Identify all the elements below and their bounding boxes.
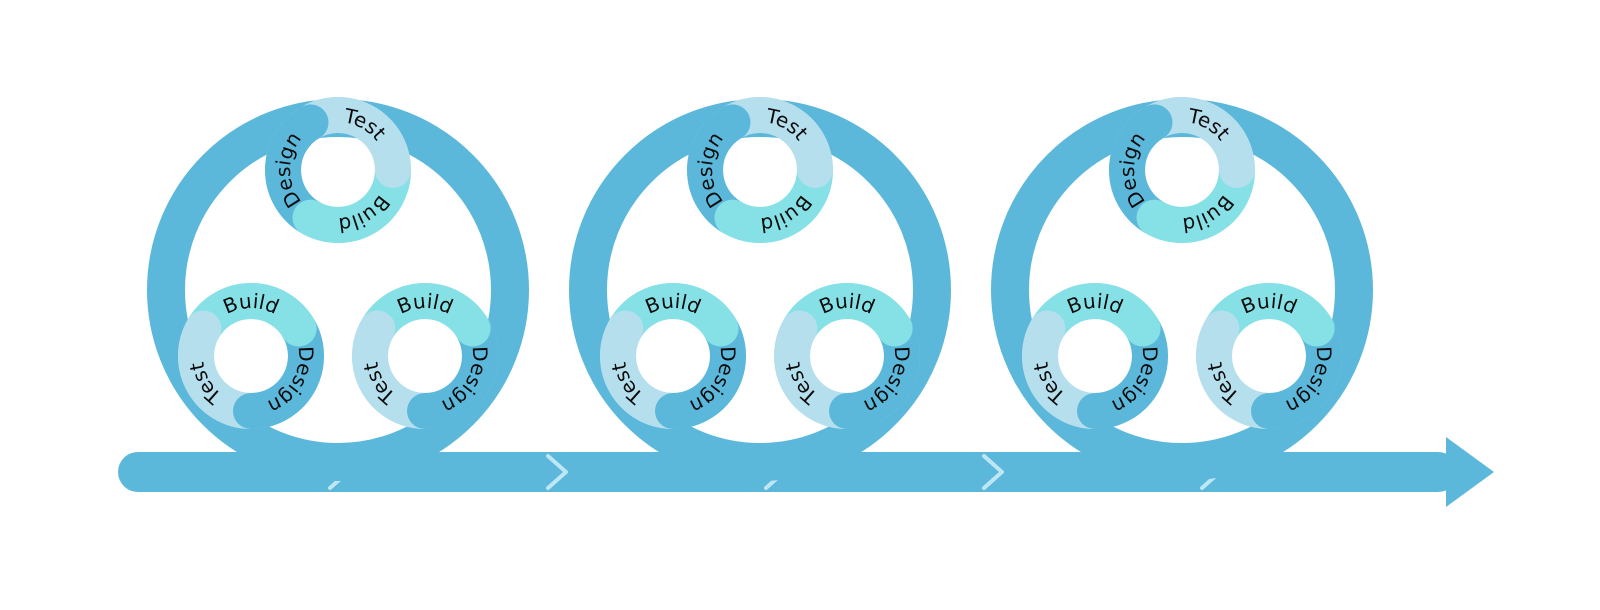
test-segment-cap [1219,152,1255,188]
build-segment-cap [702,310,739,347]
timeline-chevron [546,454,568,490]
build-segment-cap [454,310,491,347]
design-segment-cap [407,393,443,429]
test-segment-cap [359,310,396,347]
build-segment-cap [714,199,751,236]
design-segment-cap [655,393,691,429]
test-segment-cap [1029,310,1066,347]
design-segment-cap [292,104,329,141]
iteration-1: DesignTestBuildBuildDesignTestDesignTest… [147,97,529,481]
test-segment-cap [607,310,644,347]
build-segment-cap [1136,199,1173,236]
design-segment-cap [714,104,751,141]
test-segment-cap [185,310,222,347]
build-segment-cap [1124,310,1161,347]
test-segment-cap [797,152,833,188]
design-segment-cap [829,393,865,429]
build-segment-cap [292,199,329,236]
iteration-2: DesignTestBuildBuildDesignTestDesignTest… [569,97,951,481]
design-segment-cap [1077,393,1113,429]
build-segment-cap [280,310,317,347]
design-segment-cap [1251,393,1287,429]
test-segment-cap [781,310,818,347]
iteration-3: DesignTestBuildBuildDesignTestDesignTest… [991,97,1373,481]
build-segment-cap [1298,310,1335,347]
timeline-chevron [982,454,1004,490]
iterations: DesignTestBuildBuildDesignTestDesignTest… [147,97,1373,481]
design-segment-cap [233,393,269,429]
test-segment-cap [375,152,411,188]
timeline-arrowhead [1446,437,1494,507]
build-segment-cap [876,310,913,347]
design-segment-cap [1136,104,1173,141]
test-segment-cap [1203,310,1240,347]
